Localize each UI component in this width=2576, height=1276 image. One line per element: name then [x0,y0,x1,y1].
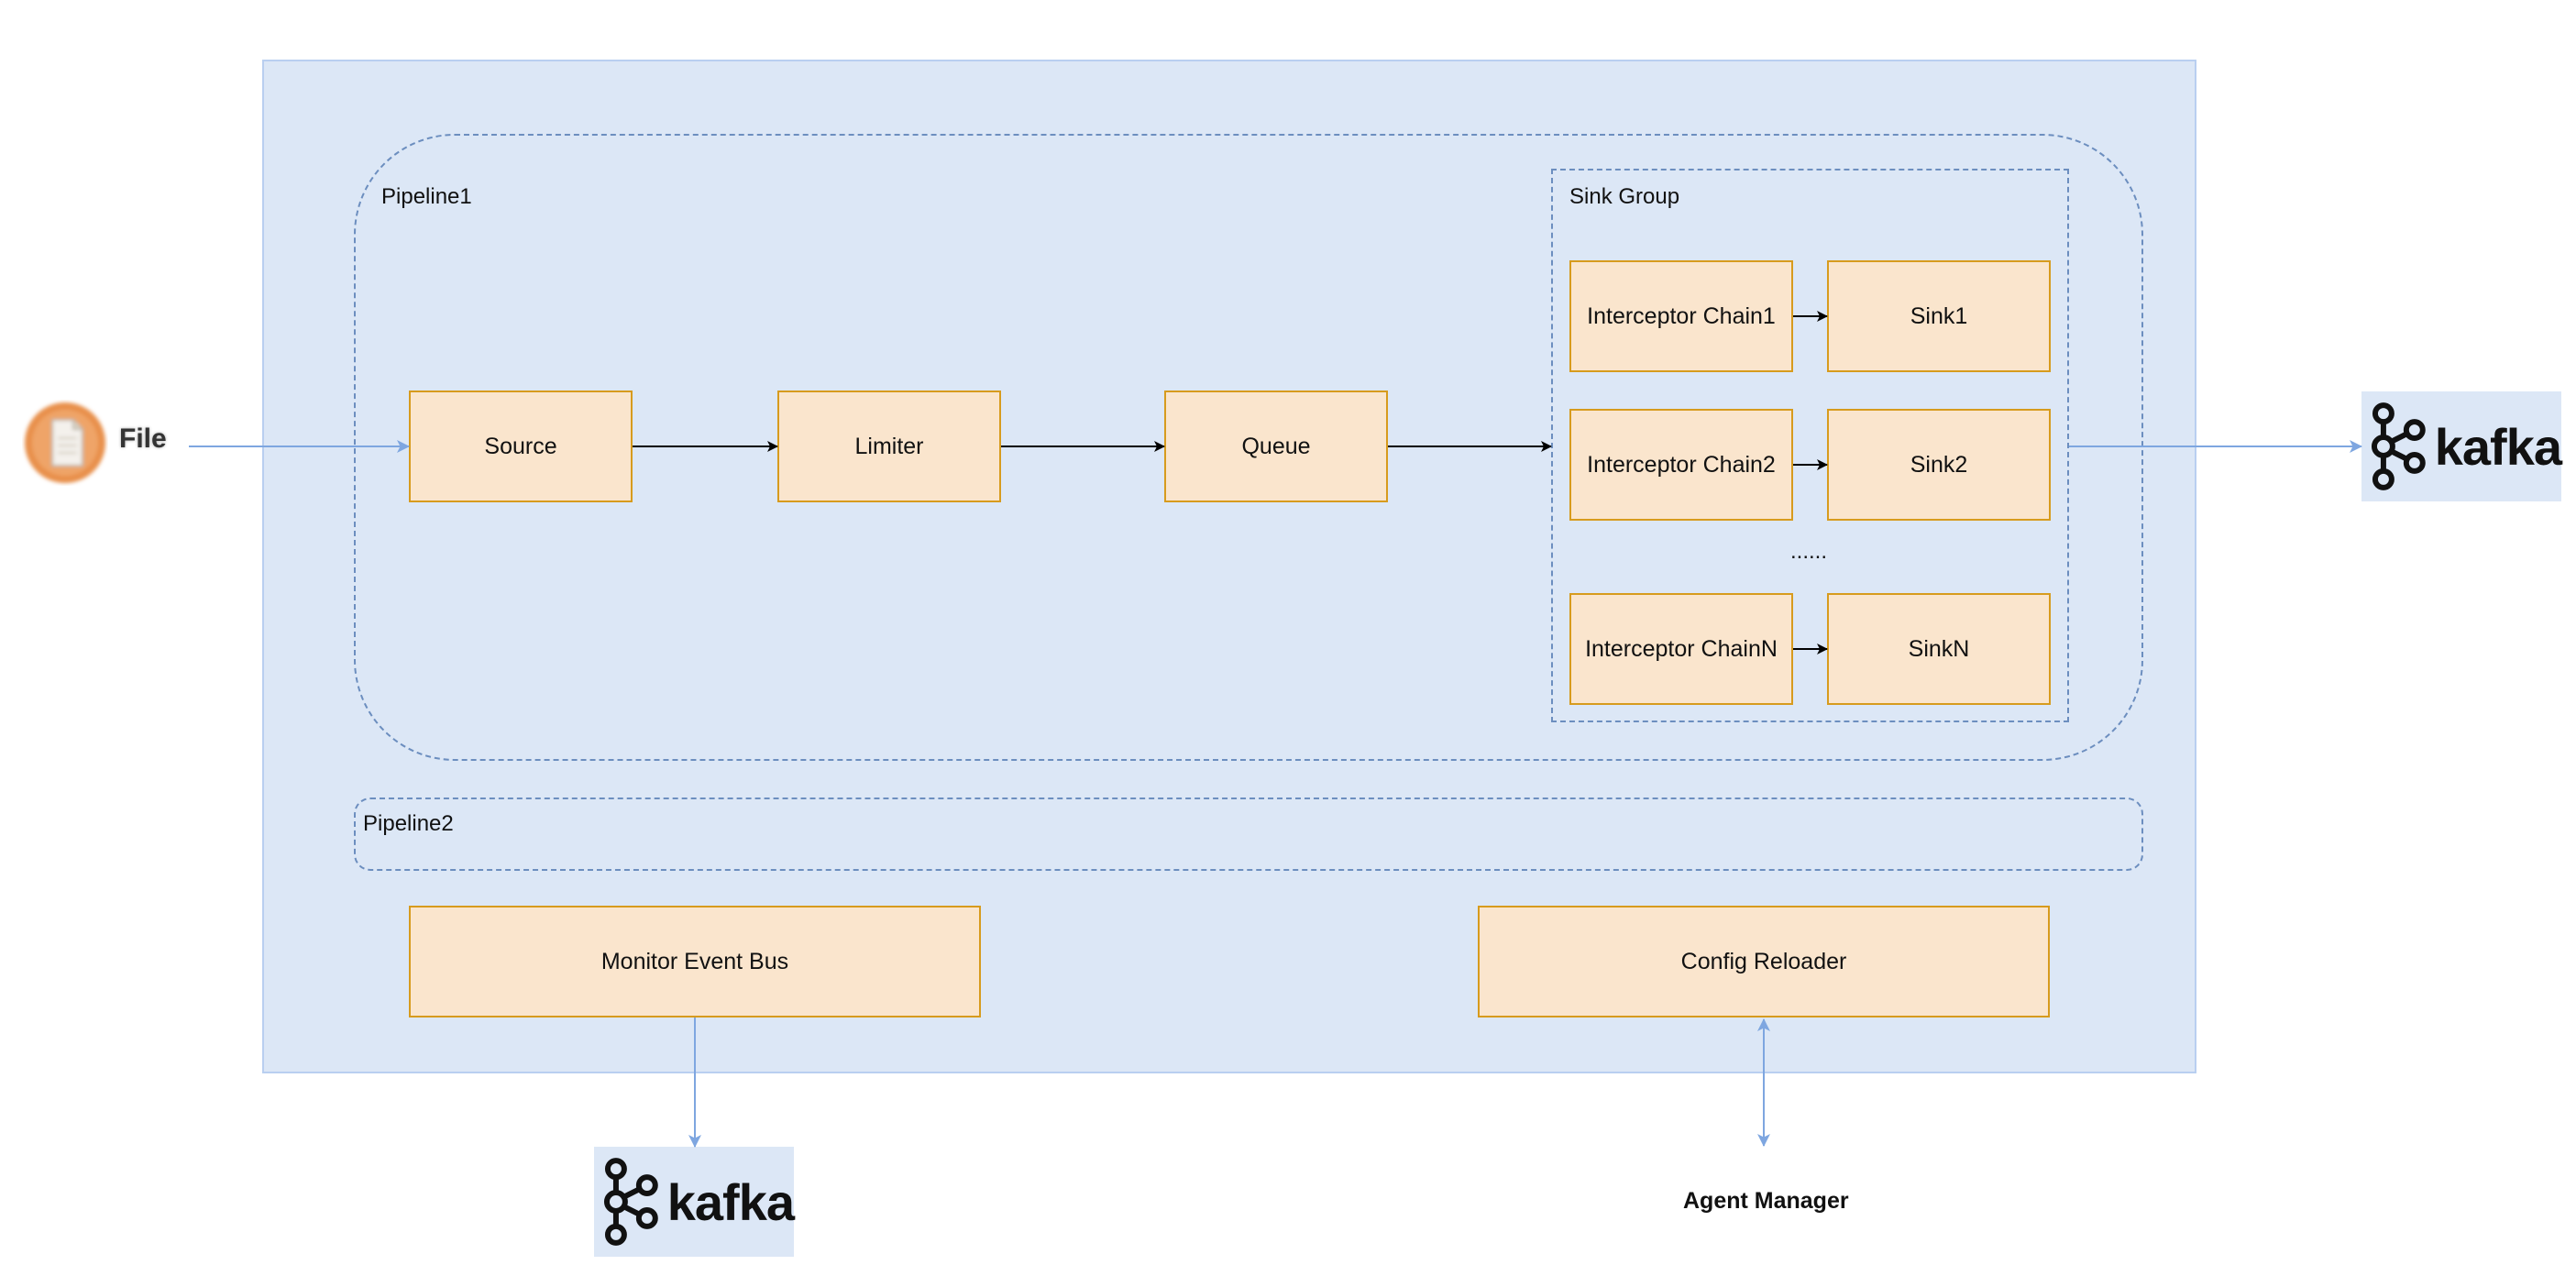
pipeline1-container [354,134,2143,761]
pipeline2-container [354,798,2143,871]
kafka-bottom-label: kafka [666,1172,795,1231]
pipeline1-label: Pipeline1 [381,184,472,209]
sink-group-container [1551,169,2069,722]
limiter-node: Limiter [777,390,1001,502]
kafka-bottom-logo: kafka [594,1147,795,1257]
file-icon [22,400,108,486]
agent-container [262,60,2196,1073]
monitor-event-bus-node: Monitor Event Bus [409,906,981,1018]
sink2-node: Sink2 [1827,409,2051,521]
ellipsis-label: ...... [1790,539,1828,564]
kafka-right-label: kafka [2434,417,2562,476]
kafka-right-logo: kafka [2361,391,2562,501]
interceptor-chain1-node: Interceptor Chain1 [1569,260,1793,372]
source-node: Source [409,390,633,502]
interceptor-chainN-node: Interceptor ChainN [1569,593,1793,705]
sinkN-node: SinkN [1827,593,2051,705]
sink-group-label: Sink Group [1569,184,1680,209]
kafka-logo-icon [2371,402,2426,490]
pipeline2-label: Pipeline2 [363,811,454,836]
queue-node: Queue [1164,390,1388,502]
interceptor-chain2-node: Interceptor Chain2 [1569,409,1793,521]
sink1-node: Sink1 [1827,260,2051,372]
kafka-logo-icon [603,1158,658,1246]
file-label: File [119,424,167,454]
config-reloader-node: Config Reloader [1478,906,2050,1018]
agent-manager-label: Agent Manager [1683,1188,1849,1214]
